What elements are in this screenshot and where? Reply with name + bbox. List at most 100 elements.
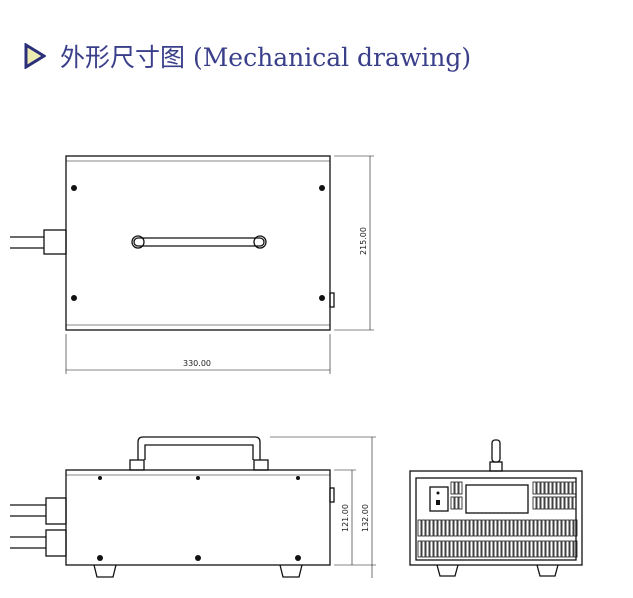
vent-slot <box>417 540 422 558</box>
vent-slot <box>537 519 542 537</box>
vent-slot <box>533 519 538 537</box>
vent-slot <box>485 540 490 558</box>
vent-slot <box>573 540 578 558</box>
vent-slot <box>493 519 498 537</box>
vent-slot <box>481 519 486 537</box>
vent-slot <box>545 540 550 558</box>
vent-slot <box>450 481 455 495</box>
vent-slot <box>489 540 494 558</box>
vent-slot <box>450 496 455 510</box>
vent-slot <box>537 540 542 558</box>
vent-slot <box>477 519 482 537</box>
vent-slot <box>568 496 573 510</box>
vent-slot <box>569 540 574 558</box>
vent-slot <box>513 540 518 558</box>
vent-slot <box>493 540 498 558</box>
vent-slot <box>557 540 562 558</box>
vent-slot <box>453 540 458 558</box>
vent-slot <box>465 519 470 537</box>
top-view: 215.00 330.00 <box>10 155 374 374</box>
vent-slot <box>556 481 561 495</box>
vent-slot <box>557 519 562 537</box>
dim-height-total: 132.00 <box>361 504 370 532</box>
vent-slot <box>552 496 557 510</box>
front-view <box>409 439 583 577</box>
vent-slot <box>437 519 442 537</box>
vent-slot <box>552 481 557 495</box>
vent-slot <box>473 540 478 558</box>
vent-slot <box>569 519 574 537</box>
vent-slot <box>449 540 454 558</box>
vent-slot <box>489 519 494 537</box>
vent-slot <box>473 519 478 537</box>
vent-slot <box>485 519 490 537</box>
vent-slot <box>533 540 538 558</box>
vent-slot <box>505 519 510 537</box>
vent-slot <box>425 540 430 558</box>
vent-slot <box>454 481 459 495</box>
vent-slot <box>521 519 526 537</box>
dim-length: 330.00 <box>183 359 211 368</box>
vent-slot <box>437 540 442 558</box>
vent-slot <box>458 481 463 495</box>
vent-slot <box>540 496 545 510</box>
vent-slot <box>556 496 561 510</box>
vent-slot <box>568 481 573 495</box>
vent-slot <box>501 519 506 537</box>
vent-slot <box>565 519 570 537</box>
vent-slot <box>425 519 430 537</box>
vent-slot <box>540 481 545 495</box>
dim-width: 215.00 <box>359 227 368 255</box>
vent-slot <box>560 481 565 495</box>
vent-slot <box>572 496 577 510</box>
vent-slot <box>417 519 422 537</box>
dim-height-body: 121.00 <box>341 504 350 532</box>
vent-slot <box>553 519 558 537</box>
vent-slot <box>453 519 458 537</box>
vent-slot <box>441 519 446 537</box>
vent-slot <box>572 481 577 495</box>
vent-slot <box>497 540 502 558</box>
vent-slot <box>458 496 463 510</box>
vent-slot <box>421 540 426 558</box>
vent-slot <box>517 519 522 537</box>
vent-slot <box>429 540 434 558</box>
vent-slot <box>544 496 549 510</box>
vent-slot <box>548 496 553 510</box>
vent-slot <box>445 540 450 558</box>
vent-slot <box>509 519 514 537</box>
vent-slot <box>433 540 438 558</box>
vent-slot <box>564 481 569 495</box>
vent-slot <box>429 519 434 537</box>
vent-slot <box>549 519 554 537</box>
vent-slot <box>564 496 569 510</box>
vent-slot <box>560 496 565 510</box>
vent-slot <box>501 540 506 558</box>
vent-slot <box>529 540 534 558</box>
vent-slot <box>517 540 522 558</box>
vent-slot <box>532 496 537 510</box>
vent-slot <box>421 519 426 537</box>
vent-slot <box>509 540 514 558</box>
vent-slot <box>469 519 474 537</box>
vent-slot <box>481 540 486 558</box>
vent-slot <box>536 481 541 495</box>
vent-slot <box>565 540 570 558</box>
vent-slot <box>545 519 550 537</box>
vent-slot <box>561 519 566 537</box>
section-title: 外形尺寸图 (Mechanical drawing) <box>24 38 471 74</box>
vent-slot <box>544 481 549 495</box>
vent-slot <box>549 540 554 558</box>
vent-slot <box>449 519 454 537</box>
vent-slot <box>497 519 502 537</box>
vent-slot <box>461 519 466 537</box>
vent-slot <box>505 540 510 558</box>
vent-slot <box>541 519 546 537</box>
vent-slot <box>441 540 446 558</box>
vent-slot <box>573 519 578 537</box>
vent-slot <box>525 540 530 558</box>
vent-slot <box>548 481 553 495</box>
vent-slot <box>457 519 462 537</box>
vent-slot <box>561 540 566 558</box>
